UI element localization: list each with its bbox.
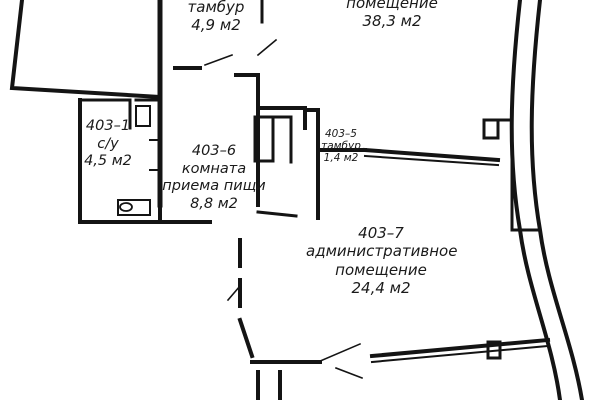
door-tambur-swing2 [256,38,278,57]
door-tambur-swing [203,53,234,67]
room-area: 4,5 м2 [84,153,132,170]
room-name-2: помещение [335,260,427,279]
toilet-bowl [119,202,133,212]
room-label-403-5: 403–5 тамбур 1,4 м2 [312,128,370,164]
wall-403-6-bottom [256,210,298,218]
wall-bathroom-top [78,98,132,130]
wall-bathroom [78,98,162,224]
room-label-403-6: 403–6 комната приема пищи 8,8 м2 [154,143,274,214]
door-left-swing [226,284,242,302]
bath-door [149,139,159,171]
outer-wall-right-c [496,118,542,232]
column-lower [486,340,502,360]
room-label-403-1: 403–1 с/у 4,5 м2 [80,118,136,171]
room-number: 403–7 [358,224,404,242]
room-area: 1,4 м2 [323,152,359,165]
wall-top-left-room [9,0,163,100]
room-name: тамбур [321,140,361,153]
door-lower-swing-b [334,366,364,380]
room-area: 4,9 м2 [191,16,241,35]
toilet-fixture [117,199,151,216]
door-lower-swing [316,342,362,364]
room-number: 403–5 [325,128,357,140]
room-name: помещение [346,0,438,12]
wall-403-5-box [303,108,320,220]
room-name: с/у [97,135,119,152]
room-area: 8,8 м2 [190,196,238,213]
column-upper [482,118,500,140]
room-number: 403–6 [191,143,237,159]
wall-lower-left-2 [237,317,255,359]
room-name: административное [306,242,458,261]
wall-corridor-upper-b [363,154,500,167]
room-label-top-right: помещение 38,3 м2 [340,0,444,31]
room-area: 38,3 м2 [362,12,422,31]
room-name: комната [181,160,247,177]
room-label-tambur: тамбур 4,9 м2 [178,0,254,35]
room-number: 403–1 [85,118,131,134]
wall-corridor-lower [369,337,551,359]
wall-403-5 [271,115,293,164]
room-name: тамбур [187,0,245,16]
cabinet [253,115,275,163]
room-label-403-7: 403–7 административное помещение 24,4 м2 [306,224,458,297]
wall-corridor-upper [362,147,501,163]
wall-tambur-stub2 [234,73,260,112]
room-name-2: приема пищи [162,178,266,195]
wall-lower-step [256,370,282,400]
wall-403-6-left [158,98,212,224]
wall-corridor-lower-b [370,344,550,364]
room-area: 24,4 м2 [351,278,411,297]
washbasin [135,105,151,127]
